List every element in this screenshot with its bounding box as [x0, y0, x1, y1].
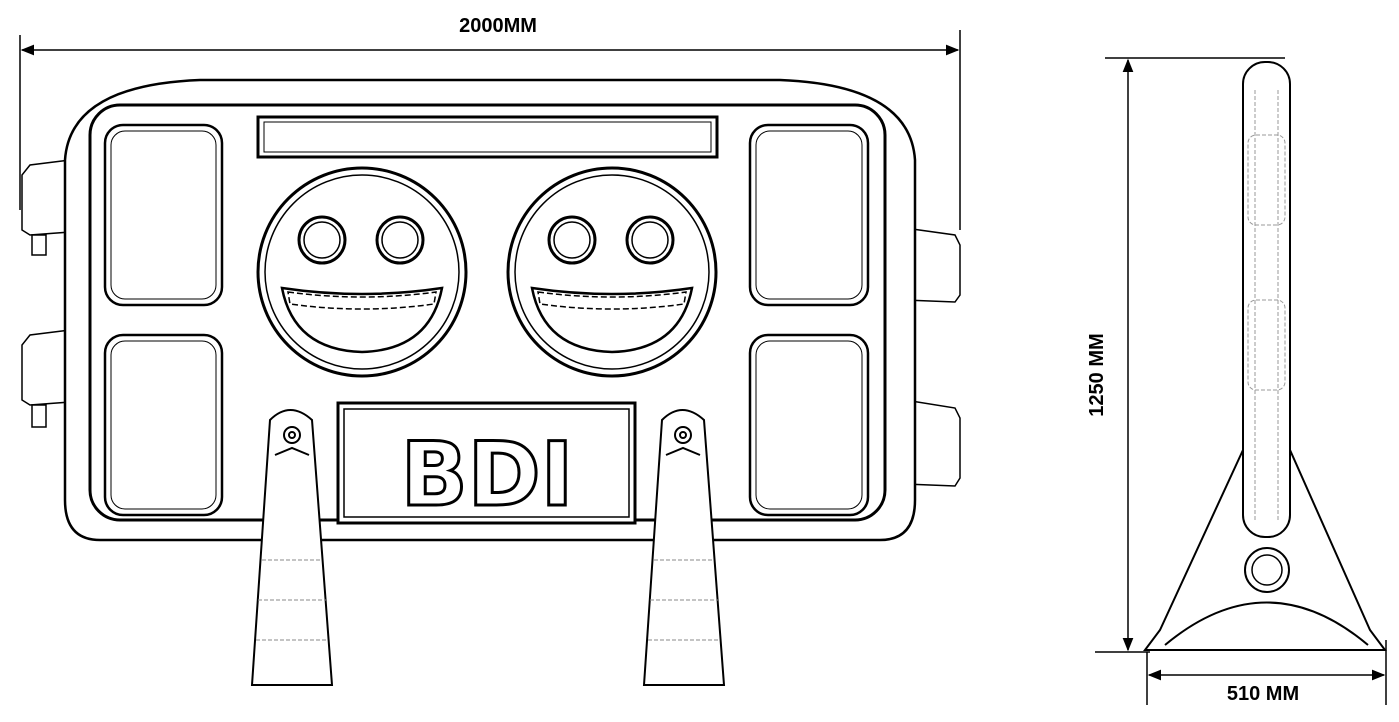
front-view: BDI	[21, 78, 961, 686]
side-pole	[1242, 61, 1291, 538]
right-connector-lugs	[904, 227, 961, 487]
leg-left	[250, 409, 334, 686]
left-connector-lugs	[21, 159, 71, 428]
smiley-face-right	[506, 166, 718, 378]
leg-right	[642, 409, 726, 686]
width-dimension: 2000MM	[19, 15, 961, 230]
width-label: 2000MM	[459, 15, 537, 37]
height-label: 1250 MM	[1086, 333, 1108, 416]
depth-dimension: 510 MM	[1146, 640, 1387, 705]
side-windows	[103, 123, 870, 517]
depth-label: 510 MM	[1227, 683, 1299, 705]
side-view	[1143, 61, 1387, 651]
logo-text: BDI	[401, 423, 574, 526]
height-dimension: 1250 MM	[1086, 57, 1285, 653]
smiley-face-left	[256, 166, 468, 378]
